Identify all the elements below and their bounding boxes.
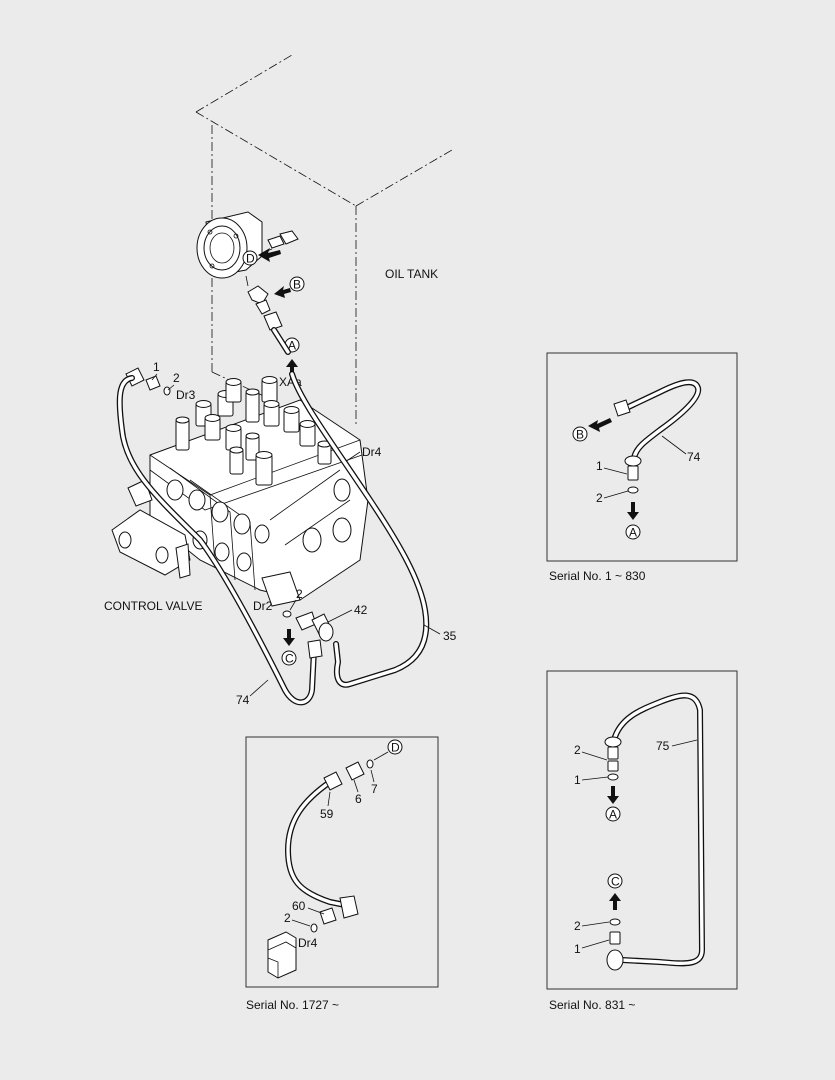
elbow-42 — [295, 611, 334, 642]
inset-serial-1-830-box — [546, 352, 738, 562]
arrow-to-d — [258, 248, 281, 262]
o-ring-dr2 — [282, 610, 292, 618]
part-35: 35 — [443, 629, 457, 643]
marker-d-inset3: D — [391, 741, 400, 755]
inset3-fittings — [267, 759, 374, 979]
arrow-to-b — [274, 286, 291, 298]
arrow-to-b-inset — [588, 418, 612, 432]
caption-serial-831: Serial No. 831 ~ — [549, 998, 635, 1012]
part-2-inset1: 2 — [596, 491, 603, 505]
marker-b-main: B — [293, 278, 301, 292]
part-2-dr3: 2 — [173, 371, 180, 385]
arrow-to-a — [286, 359, 298, 374]
arrow-to-a-inset1 — [627, 502, 639, 520]
marker-d: D — [246, 252, 255, 266]
marker-d-circle-inset3 — [387, 739, 403, 755]
tank-flange — [196, 211, 263, 279]
marker-a-circle-inset1 — [625, 524, 641, 540]
control-valve-label: CONTROL VALVE — [104, 599, 202, 613]
plug-fitting — [267, 230, 299, 249]
part-2-inset2-bottom: 2 — [574, 919, 581, 933]
hose-75 — [611, 692, 706, 967]
inset-serial-831-box — [546, 670, 738, 990]
leader-elbow — [245, 275, 249, 287]
inset1-fittings — [613, 399, 642, 494]
dr3-fittings — [125, 367, 171, 396]
marker-c-inset2: C — [611, 875, 620, 889]
part-1-main: 1 — [153, 360, 160, 374]
dr2-label: Dr2 — [253, 599, 273, 613]
marker-b-circle-main — [289, 276, 305, 292]
inset-serial-1727-box — [245, 736, 439, 988]
marker-b-circle-inset — [572, 426, 588, 442]
part-60: 60 — [292, 899, 306, 913]
marker-c-circle-main — [281, 650, 297, 666]
part-42: 42 — [354, 603, 368, 617]
part-1-inset2-top: 1 — [574, 773, 581, 787]
marker-a-main: A — [288, 339, 296, 353]
marker-c-main: C — [285, 652, 294, 666]
inset2-fittings — [604, 736, 624, 971]
part-1-inset1: 1 — [596, 459, 603, 473]
part-2-inset2-top: 2 — [574, 743, 581, 757]
part-1-inset2-bottom: 1 — [574, 942, 581, 956]
dr4-label-main: Dr4 — [362, 445, 382, 459]
caption-serial-1727: Serial No. 1727 ~ — [246, 998, 339, 1012]
part-59: 59 — [320, 807, 334, 821]
part-2-dr2: 2 — [296, 587, 303, 601]
part-75: 75 — [656, 739, 670, 753]
marker-d-circle — [242, 250, 258, 266]
part-2-inset3: 2 — [284, 911, 291, 925]
marker-c-circle-inset2 — [607, 873, 623, 889]
marker-b-inset: B — [576, 428, 584, 442]
part-6: 6 — [355, 792, 362, 806]
arrow-to-a-inset2 — [607, 786, 619, 804]
dr3-label: Dr3 — [176, 388, 196, 402]
marker-a-circle-inset2 — [605, 806, 621, 822]
part-74-inset: 74 — [687, 450, 701, 464]
valve-spools — [175, 376, 332, 486]
elbow-fitting — [247, 285, 283, 331]
arrow-from-c-inset2 — [609, 893, 621, 910]
marker-a-inset2: A — [609, 808, 617, 822]
hose-59 — [284, 779, 353, 909]
oil-tank-label: OIL TANK — [385, 267, 438, 281]
caption-serial-1-830: Serial No. 1 ~ 830 — [549, 569, 646, 583]
marker-a-inset1: A — [629, 526, 637, 540]
part-74-main: 74 — [236, 693, 250, 707]
part-7: 7 — [371, 782, 378, 796]
dr4-label-inset: Dr4 — [298, 936, 318, 950]
arrow-to-c — [283, 629, 295, 646]
